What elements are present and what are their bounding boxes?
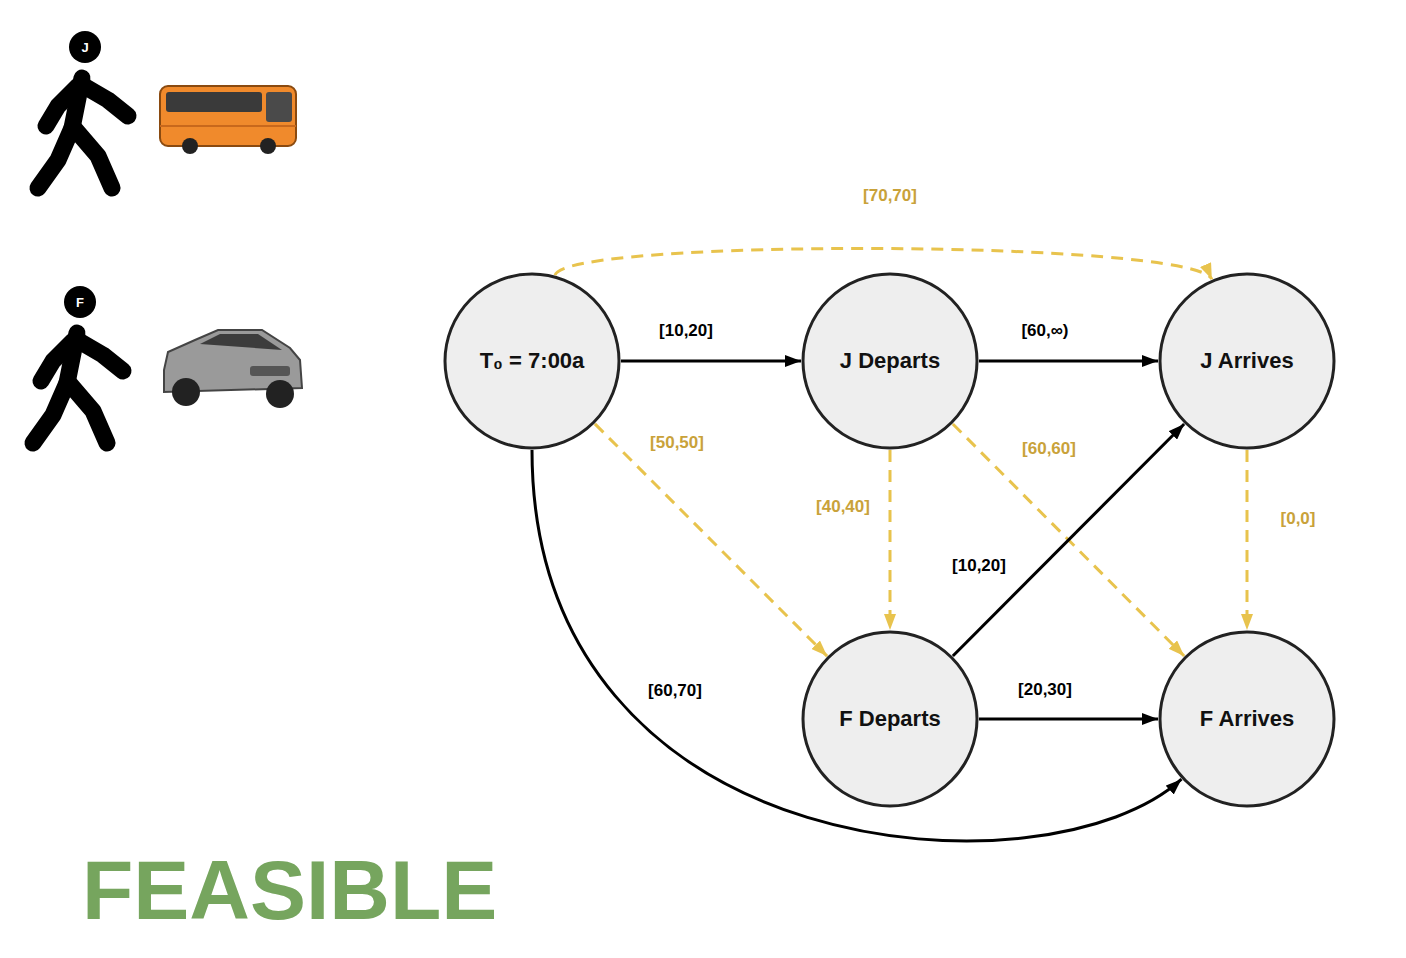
wheel — [182, 138, 198, 154]
interval-label: [60,70] — [645, 680, 705, 702]
head — [69, 31, 101, 63]
interval-label: [10,20] — [656, 320, 716, 342]
interval-label: [10,20] — [949, 555, 1009, 577]
bus-icon — [160, 86, 296, 154]
derived-constraint — [1246, 450, 1249, 630]
event-circle: J Arrives — [1158, 272, 1336, 450]
arm — [79, 341, 123, 371]
bus-windscreen — [266, 92, 292, 122]
leg — [33, 383, 67, 443]
interval-label: [70,70] — [860, 185, 920, 207]
head — [64, 286, 96, 318]
interval-label: [60,∞) — [1018, 320, 1071, 342]
bus-windows — [166, 92, 262, 112]
status-banner: FEASIBLE — [82, 848, 497, 932]
interval-label: [20,30] — [1015, 679, 1075, 701]
temporal-constraint — [621, 360, 801, 363]
event-name: T₀ = 7:00a — [480, 348, 585, 374]
interval-label: [60,60] — [1019, 438, 1079, 460]
circle-shape — [1160, 274, 1334, 448]
event-circle: J Departs — [801, 272, 979, 450]
car-window — [200, 334, 282, 350]
event-name: J Arrives — [1200, 348, 1293, 374]
temporal-constraint — [979, 718, 1158, 721]
leg — [69, 383, 107, 443]
temporal-constraint — [532, 450, 1181, 841]
circle-shape — [1160, 632, 1334, 806]
event-name: F Arrives — [1200, 706, 1295, 732]
arm — [84, 86, 128, 116]
car-grille — [250, 366, 290, 376]
event-circle: F Departs — [801, 630, 979, 808]
temporal-constraint — [953, 424, 1184, 656]
interval-label: [40,40] — [813, 496, 873, 518]
leg — [74, 128, 112, 188]
bus-stripe — [160, 125, 296, 127]
circle-shape — [803, 632, 977, 806]
walker-j — [38, 78, 128, 188]
temporal-constraint — [979, 360, 1158, 363]
interval-label: [0,0] — [1278, 508, 1319, 530]
interval-label: [50,50] — [647, 432, 707, 454]
car-icon — [164, 330, 302, 408]
event-name: F Departs — [839, 706, 940, 732]
wheel — [172, 378, 200, 406]
wheel — [266, 380, 294, 408]
event-name: J Departs — [840, 348, 940, 374]
walker-letter: F — [76, 296, 84, 309]
event-circle: F Arrives — [1158, 630, 1336, 808]
walker-f — [33, 333, 123, 443]
circle-shape — [803, 274, 977, 448]
event-circle: T₀ = 7:00a — [443, 272, 621, 450]
circle-shape — [445, 274, 619, 448]
derived-constraint — [595, 424, 827, 656]
derived-constraint — [889, 450, 892, 630]
wheel — [260, 138, 276, 154]
leg — [38, 128, 72, 188]
derived-constraint — [953, 424, 1184, 656]
bus-body — [160, 86, 296, 146]
walker-letter: J — [81, 41, 88, 54]
